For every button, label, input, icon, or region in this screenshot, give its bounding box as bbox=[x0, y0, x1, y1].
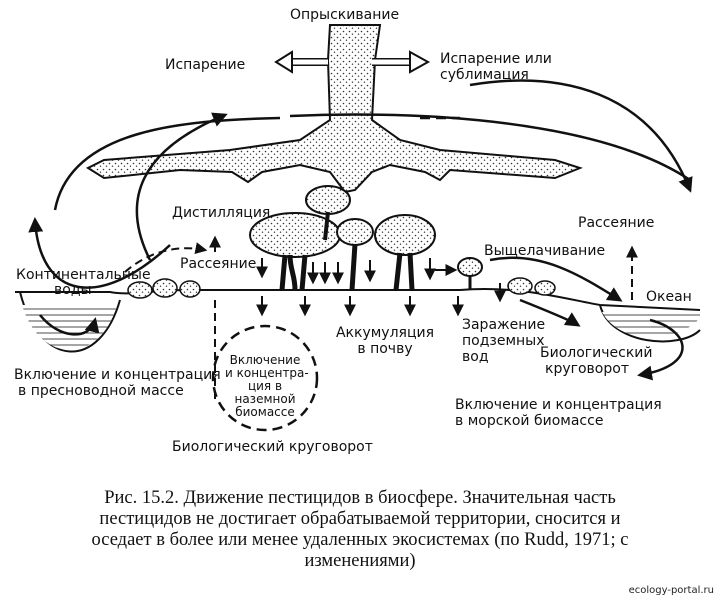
label-dispersion-right: Рассеяние bbox=[578, 215, 655, 231]
figure-caption: Рис. 15.2. Движение пестицидов в биосфер… bbox=[20, 488, 700, 572]
watermark: ecology-portal.ru bbox=[628, 585, 714, 596]
evaporation-arrows bbox=[274, 50, 431, 74]
ocean-body bbox=[602, 312, 700, 338]
spray-cloud bbox=[85, 24, 583, 194]
terrestrial-cycle bbox=[211, 324, 319, 432]
caption-line-2: пестицидов не достигает обрабатываемой т… bbox=[99, 509, 621, 529]
caption-line-1: Рис. 15.2. Движение пестицидов в биосфер… bbox=[104, 488, 616, 508]
label-ocean: Океан bbox=[646, 289, 692, 305]
label-bio-cycle-right-1: Биологический bbox=[540, 345, 653, 361]
leaching-arrows bbox=[39, 256, 684, 381]
label-freshwater-1: Включение и концентрация bbox=[14, 367, 221, 383]
label-groundwater-1: Заражение bbox=[462, 317, 546, 333]
dispersion-dashed bbox=[124, 242, 638, 400]
label-continental-waters-1: Континентальные bbox=[16, 267, 151, 283]
label-freshwater-2: в пресноводной массе bbox=[18, 383, 184, 399]
caption-line-4: изменениями) bbox=[304, 551, 416, 571]
label-groundwater-2: подземных bbox=[462, 333, 545, 349]
label-terrestrial-1: Включение bbox=[229, 353, 301, 367]
label-groundwater-3: вод bbox=[462, 349, 489, 365]
label-accumulation-2: в почву bbox=[357, 341, 413, 357]
label-accumulation-1: Аккумуляция bbox=[335, 325, 435, 341]
label-evaporation: Испарение bbox=[165, 57, 246, 73]
label-terrestrial-5: биомассе bbox=[235, 405, 295, 419]
label-dispersion-left: Рассеяние bbox=[180, 256, 257, 272]
label-marine-1: Включение и концентрация bbox=[455, 397, 662, 413]
deposition-arrows bbox=[209, 235, 506, 317]
label-terrestrial-3: ция в bbox=[247, 379, 283, 393]
label-bio-cycle-bottom: Биологический круговорот bbox=[172, 439, 373, 455]
drift-arcs bbox=[28, 79, 693, 289]
rocks bbox=[127, 277, 556, 299]
caption-line-3: оседает в более или менее удаленных экос… bbox=[91, 530, 629, 550]
label-bio-cycle-right-2: круговорот bbox=[545, 361, 629, 377]
label-leaching: Выщелачивание bbox=[484, 243, 606, 259]
label-terrestrial-4: наземной bbox=[234, 392, 296, 406]
label-evaporation-sublimation-1: Испарение или bbox=[440, 51, 552, 67]
trees bbox=[249, 185, 483, 291]
label-spraying: Опрыскивание bbox=[290, 7, 400, 23]
label-terrestrial-2: и концентра- bbox=[225, 366, 309, 380]
label-distillation: Дистилляция bbox=[172, 205, 271, 221]
label-evaporation-sublimation-2: сублимация bbox=[440, 67, 529, 83]
label-continental-waters-2: воды bbox=[54, 282, 92, 298]
freshwater-body bbox=[22, 305, 117, 350]
label-marine-2: в морской биомассе bbox=[455, 413, 604, 429]
